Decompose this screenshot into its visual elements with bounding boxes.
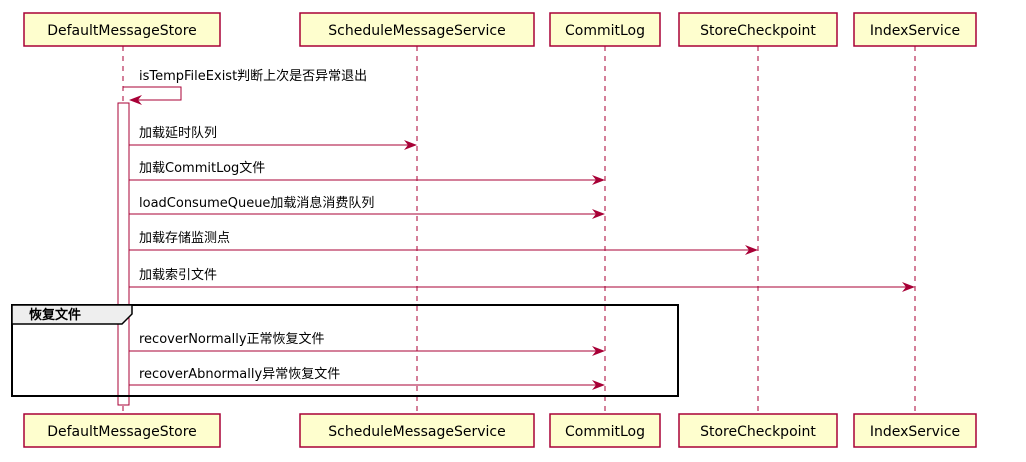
message-load-commitlog: 加载CommitLog文件 (129, 161, 605, 185)
svg-text:加载CommitLog文件: 加载CommitLog文件 (139, 161, 265, 176)
message-recover-abnormally: recoverAbnormally异常恢复文件 (129, 367, 605, 390)
svg-text:加载延时队列: 加载延时队列 (139, 126, 217, 141)
svg-text:CommitLog: CommitLog (565, 424, 645, 440)
participant-bottom-defaultmessagestore: DefaultMessageStore (23, 413, 221, 448)
participant-bottom-storecheckpoint: StoreCheckpoint (678, 413, 838, 448)
message-recover-normally: recoverNormally正常恢复文件 (129, 332, 605, 356)
participant-bottom-commitlog: CommitLog (549, 413, 661, 448)
svg-text:recoverNormally正常恢复文件: recoverNormally正常恢复文件 (139, 332, 325, 347)
svg-text:loadConsumeQueue加载消息消费队列: loadConsumeQueue加载消息消费队列 (139, 195, 374, 211)
svg-text:isTempFileExist判断上次是否异常退出: isTempFileExist判断上次是否异常退出 (139, 68, 367, 84)
svg-text:DefaultMessageStore: DefaultMessageStore (47, 424, 197, 440)
participant-top-indexservice: IndexService (853, 12, 977, 47)
participant-top-schedulemessageservice: ScheduleMessageService (299, 12, 535, 47)
svg-text:加载索引文件: 加载索引文件 (139, 268, 217, 283)
participant-top-commitlog: CommitLog (549, 12, 661, 47)
participant-top-defaultmessagestore: DefaultMessageStore (23, 12, 221, 47)
svg-text:ScheduleMessageService: ScheduleMessageService (328, 23, 505, 39)
message-load-schedule: 加载延时队列 (129, 126, 417, 150)
participant-bottom-schedulemessageservice: ScheduleMessageService (299, 413, 535, 448)
message-load-checkpoint: 加载存储监测点 (129, 231, 758, 255)
participant-bottom-indexservice: IndexService (853, 413, 977, 448)
svg-text:recoverAbnormally异常恢复文件: recoverAbnormally异常恢复文件 (139, 367, 340, 382)
svg-text:StoreCheckpoint: StoreCheckpoint (700, 424, 816, 440)
svg-text:IndexService: IndexService (870, 23, 960, 39)
svg-text:ScheduleMessageService: ScheduleMessageService (328, 424, 505, 440)
svg-text:CommitLog: CommitLog (565, 23, 645, 39)
fragment-frame: 恢复文件 (11, 304, 679, 397)
svg-text:恢复文件: 恢复文件 (29, 307, 81, 323)
message-load-consumequeue: loadConsumeQueue加载消息消费队列 (129, 195, 605, 219)
svg-text:StoreCheckpoint: StoreCheckpoint (700, 23, 816, 39)
message-load-index: 加载索引文件 (129, 268, 915, 292)
self-message: isTempFileExist判断上次是否异常退出 (123, 68, 367, 105)
svg-text:DefaultMessageStore: DefaultMessageStore (47, 23, 197, 39)
svg-text:加载存储监测点: 加载存储监测点 (139, 231, 230, 246)
svg-text:IndexService: IndexService (870, 424, 960, 440)
activation-bar (117, 102, 130, 406)
participant-top-storecheckpoint: StoreCheckpoint (678, 12, 838, 47)
